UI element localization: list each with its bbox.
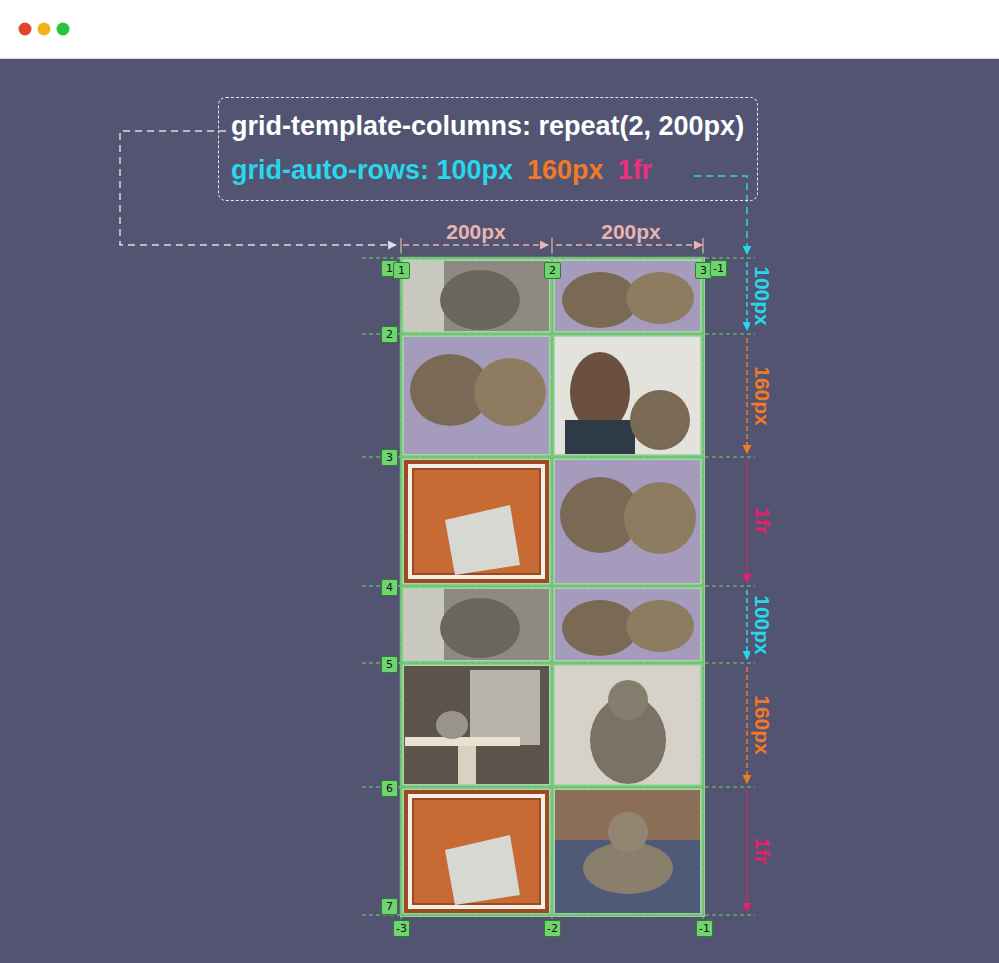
line-number: 3 — [700, 264, 707, 277]
dimension-label: 200px — [446, 220, 506, 244]
line-number: -3 — [396, 922, 407, 935]
line-number-badge: 4 — [381, 579, 398, 596]
line-number: 5 — [386, 658, 393, 671]
line-number-badge: 3 — [381, 449, 398, 466]
line-number-badge: 5 — [381, 656, 398, 673]
line-number-badge: 1 — [393, 262, 410, 279]
code-text: grid-auto-rows: 100px — [231, 155, 513, 185]
line-number-badge: -3 — [393, 920, 410, 937]
dimension-label: 1fr — [750, 505, 774, 538]
line-number-badge: 7 — [381, 898, 398, 915]
line-number-badge: 6 — [381, 780, 398, 797]
dimension-label: 200px — [601, 220, 661, 244]
line-number: -1 — [713, 262, 724, 275]
code-text: 160px — [527, 155, 604, 185]
line-number: 7 — [386, 900, 393, 913]
line-number: 4 — [386, 581, 393, 594]
line-number: 3 — [386, 451, 393, 464]
dimension-label: 160px — [750, 363, 774, 429]
dimension-label: 160px — [750, 692, 774, 758]
code-box: grid-template-columns: repeat(2, 200px) g… — [218, 97, 758, 201]
code-text: 1fr — [618, 155, 653, 185]
line-number: 2 — [549, 264, 556, 277]
dimension-label: 100px — [750, 263, 774, 329]
dimension-label: 100px — [750, 592, 774, 658]
code-text: grid-template-columns: repeat(2, 200px) — [231, 111, 744, 141]
line-number: 1 — [386, 262, 393, 275]
line-number-badge: -1 — [710, 260, 727, 277]
line-number: -1 — [699, 922, 710, 935]
line-number-badge: -2 — [544, 920, 561, 937]
line-number-badge: 2 — [544, 262, 561, 279]
dimension-label: 1fr — [750, 835, 774, 868]
line-number: 2 — [386, 328, 393, 341]
line-number-badge: 2 — [381, 326, 398, 343]
line-number: 1 — [398, 264, 405, 277]
code-line: grid-auto-rows: 100px 160px 1fr — [231, 148, 745, 192]
line-number-badge: -1 — [696, 920, 713, 937]
code-line: grid-template-columns: repeat(2, 200px) — [231, 104, 745, 148]
line-number: -2 — [547, 922, 558, 935]
line-number: 6 — [386, 782, 393, 795]
